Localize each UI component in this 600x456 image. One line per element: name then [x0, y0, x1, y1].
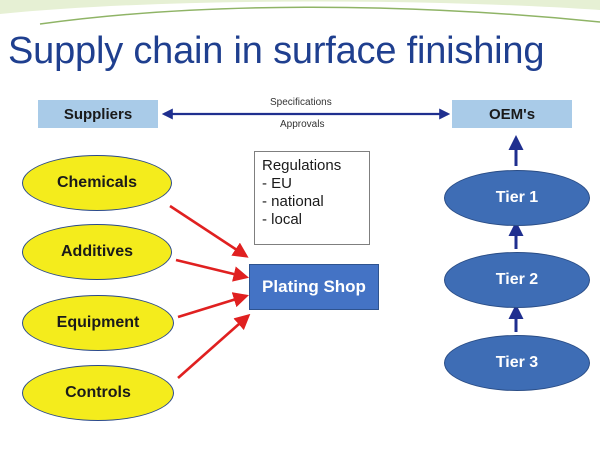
tier-3: Tier 3 — [444, 335, 590, 391]
decor-swoosh-top — [0, 0, 600, 14]
regulations-item-eu: - EU — [262, 175, 292, 192]
plating-shop-box: Plating Shop — [249, 264, 379, 310]
regulations-heading: Regulations — [262, 157, 342, 174]
tier-2: Tier 2 — [444, 252, 590, 308]
approvals-label: Approvals — [280, 119, 325, 130]
oems-box: OEM's — [452, 100, 572, 128]
input-additives: Additives — [22, 224, 172, 280]
arrow-equipment-to-plating — [177, 292, 249, 319]
regulations-box: Regulations - EU - national - local — [254, 151, 370, 245]
arrow-chemicals-to-plating — [169, 204, 249, 258]
specifications-label: Specifications — [270, 97, 332, 108]
regulations-item-national: - national — [262, 193, 324, 210]
input-equipment: Equipment — [22, 295, 174, 351]
input-chemicals: Chemicals — [22, 155, 172, 211]
suppliers-box: Suppliers — [38, 100, 158, 128]
arrow-controls-to-plating — [177, 313, 251, 379]
regulations-item-local: - local — [262, 211, 303, 228]
input-controls: Controls — [22, 365, 174, 421]
slide-title: Supply chain in surface finishing — [8, 30, 545, 72]
decor-swoosh-line — [39, 6, 600, 25]
arrow-additives-to-plating — [175, 258, 250, 282]
tier-1: Tier 1 — [444, 170, 590, 226]
